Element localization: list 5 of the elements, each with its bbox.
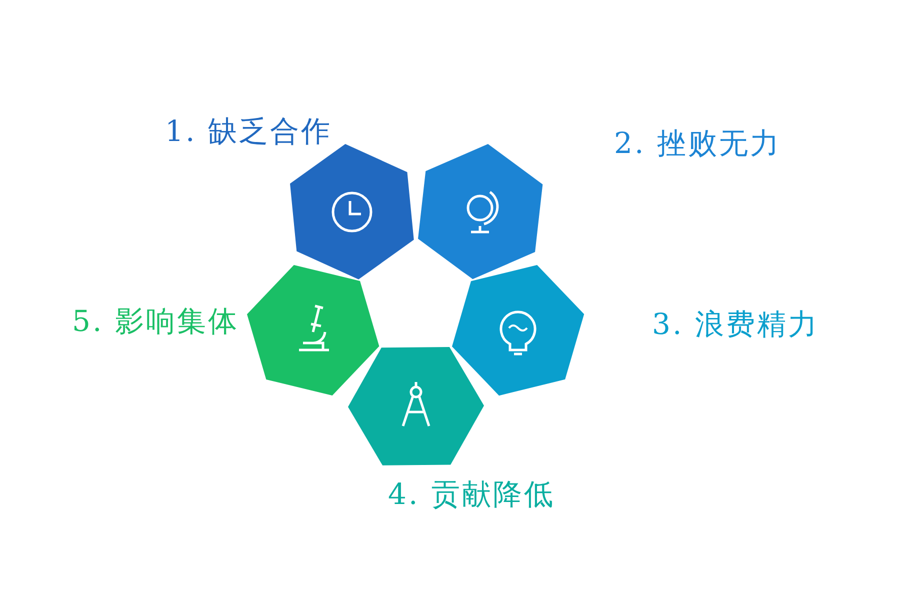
step-label: 2. 挫败无力 — [614, 125, 781, 161]
step-label: 4. 贡献降低 — [388, 476, 555, 512]
step-label: 1. 缺乏合作 — [165, 113, 332, 149]
step-label: 3. 浪费精力 — [652, 306, 819, 342]
step-label: 5. 影响集体 — [72, 303, 239, 339]
